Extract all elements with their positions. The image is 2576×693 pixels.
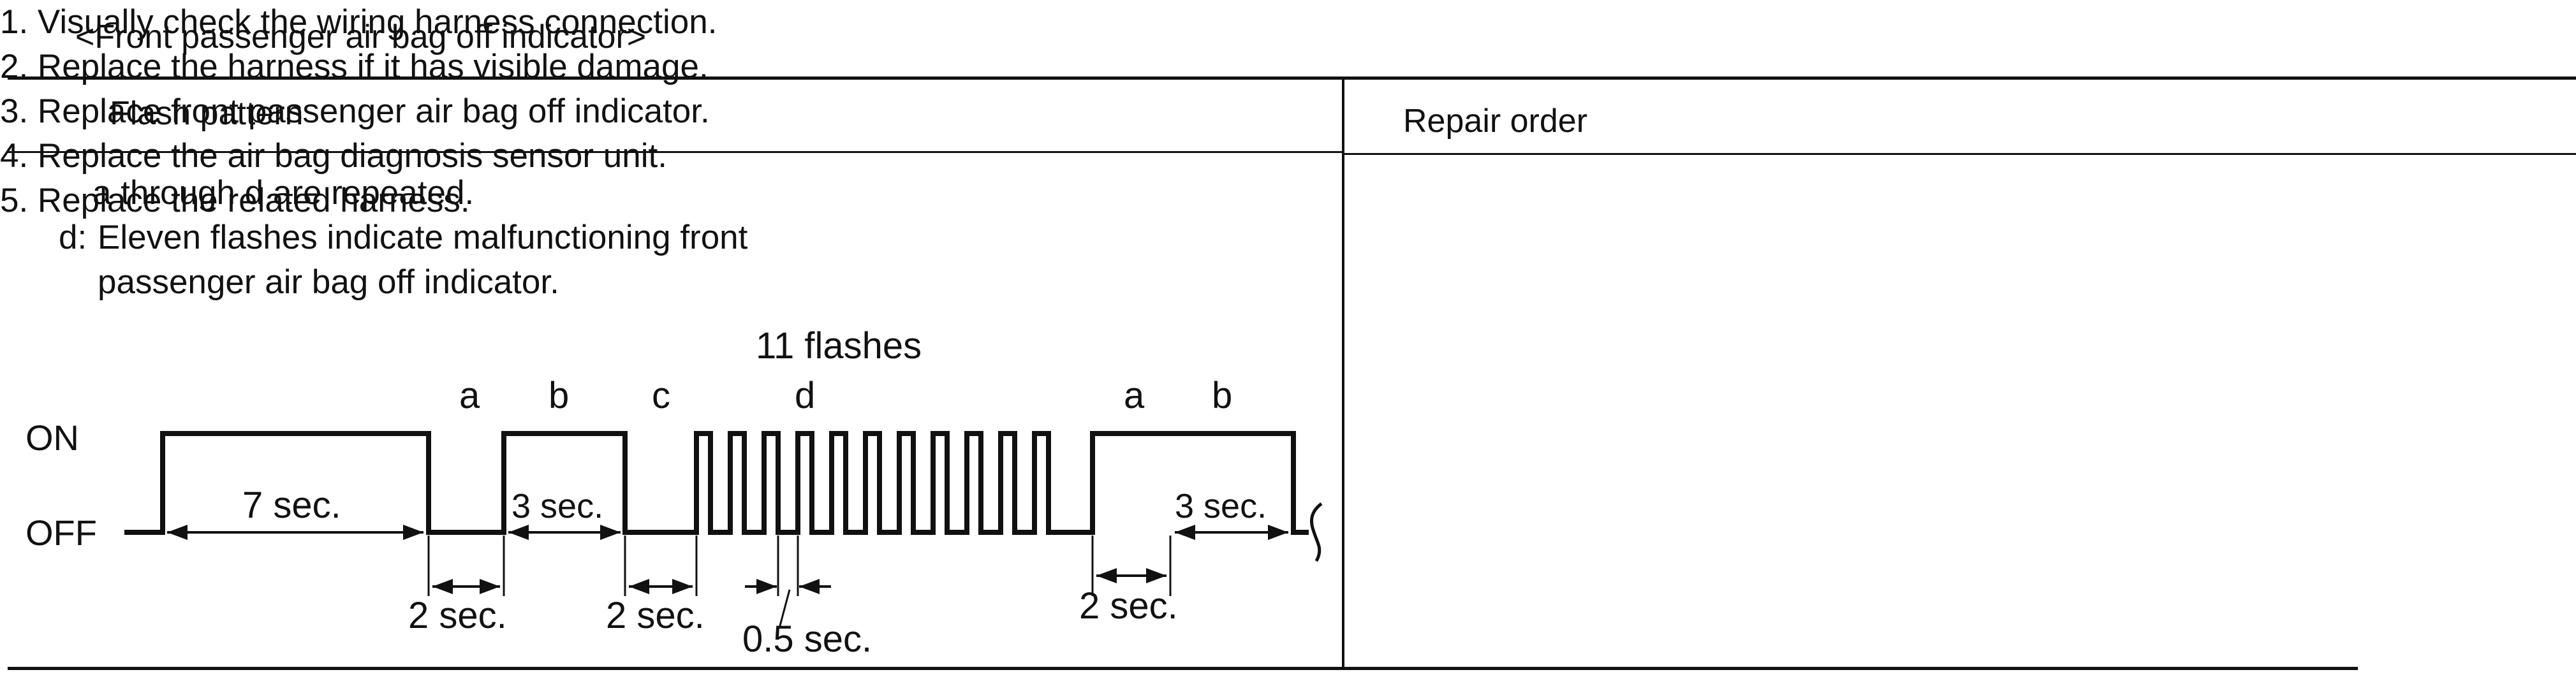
segment-label-c: c — [652, 375, 670, 416]
note-d-line2: passenger air bag off indicator. — [98, 263, 559, 301]
repair-step-4: 4. Replace the air bag diagnosis sensor … — [0, 137, 667, 175]
dim-gap1-label: 2 sec. — [408, 595, 507, 636]
dim-gap2-label: 2 sec. — [606, 595, 705, 636]
off-state-label: OFF — [26, 513, 97, 553]
note-d-line1: Eleven flashes indicate malfunctioning f… — [98, 219, 748, 256]
flash-header-rule — [8, 151, 1343, 153]
continuation-break-icon — [1310, 502, 1323, 562]
on-state-label: ON — [26, 418, 79, 458]
repair-step-1: 1. Visually check the wiring harness con… — [0, 3, 718, 41]
segment-label-a: a — [459, 375, 480, 416]
repair-step-5: 5. Replace the related harness. — [0, 182, 470, 219]
dim-initial-on-label: 7 sec. — [242, 485, 341, 526]
repair-order-header: Repair order — [1403, 103, 1588, 140]
column-divider — [1342, 77, 1344, 668]
repair-step-3: 3. Replace front passenger air bag off i… — [0, 92, 710, 130]
flash-pattern-header: Flash pattern — [110, 95, 304, 132]
table-top-rule — [8, 77, 2576, 80]
dim-pulse-leader — [778, 589, 791, 629]
dim-gap3-label: 2 sec. — [1079, 585, 1178, 627]
note-d-marker: d: — [59, 219, 87, 256]
flash-count-title: 11 flashes — [756, 325, 922, 367]
table-bottom-rule — [8, 667, 2358, 670]
segment-label-b-repeat: b — [1212, 375, 1232, 416]
signal-waveform — [124, 431, 1309, 535]
repair-steps-list: 1. Visually check the wiring harness con… — [0, 0, 2576, 223]
dim-pulse-label: 0.5 sec. — [742, 618, 872, 660]
dim-b-on-repeat-label: 3 sec. — [1175, 487, 1267, 525]
repair-header-rule — [1342, 153, 2576, 155]
diagram-caption: <Front passenger air bag off indicator> — [75, 18, 647, 55]
repeat-note: a through d are repeated. — [92, 174, 475, 212]
segment-label-a-repeat: a — [1124, 375, 1145, 416]
dim-b-on-label: 3 sec. — [512, 487, 603, 525]
segment-label-b: b — [548, 375, 569, 416]
segment-label-d: d — [795, 375, 815, 416]
